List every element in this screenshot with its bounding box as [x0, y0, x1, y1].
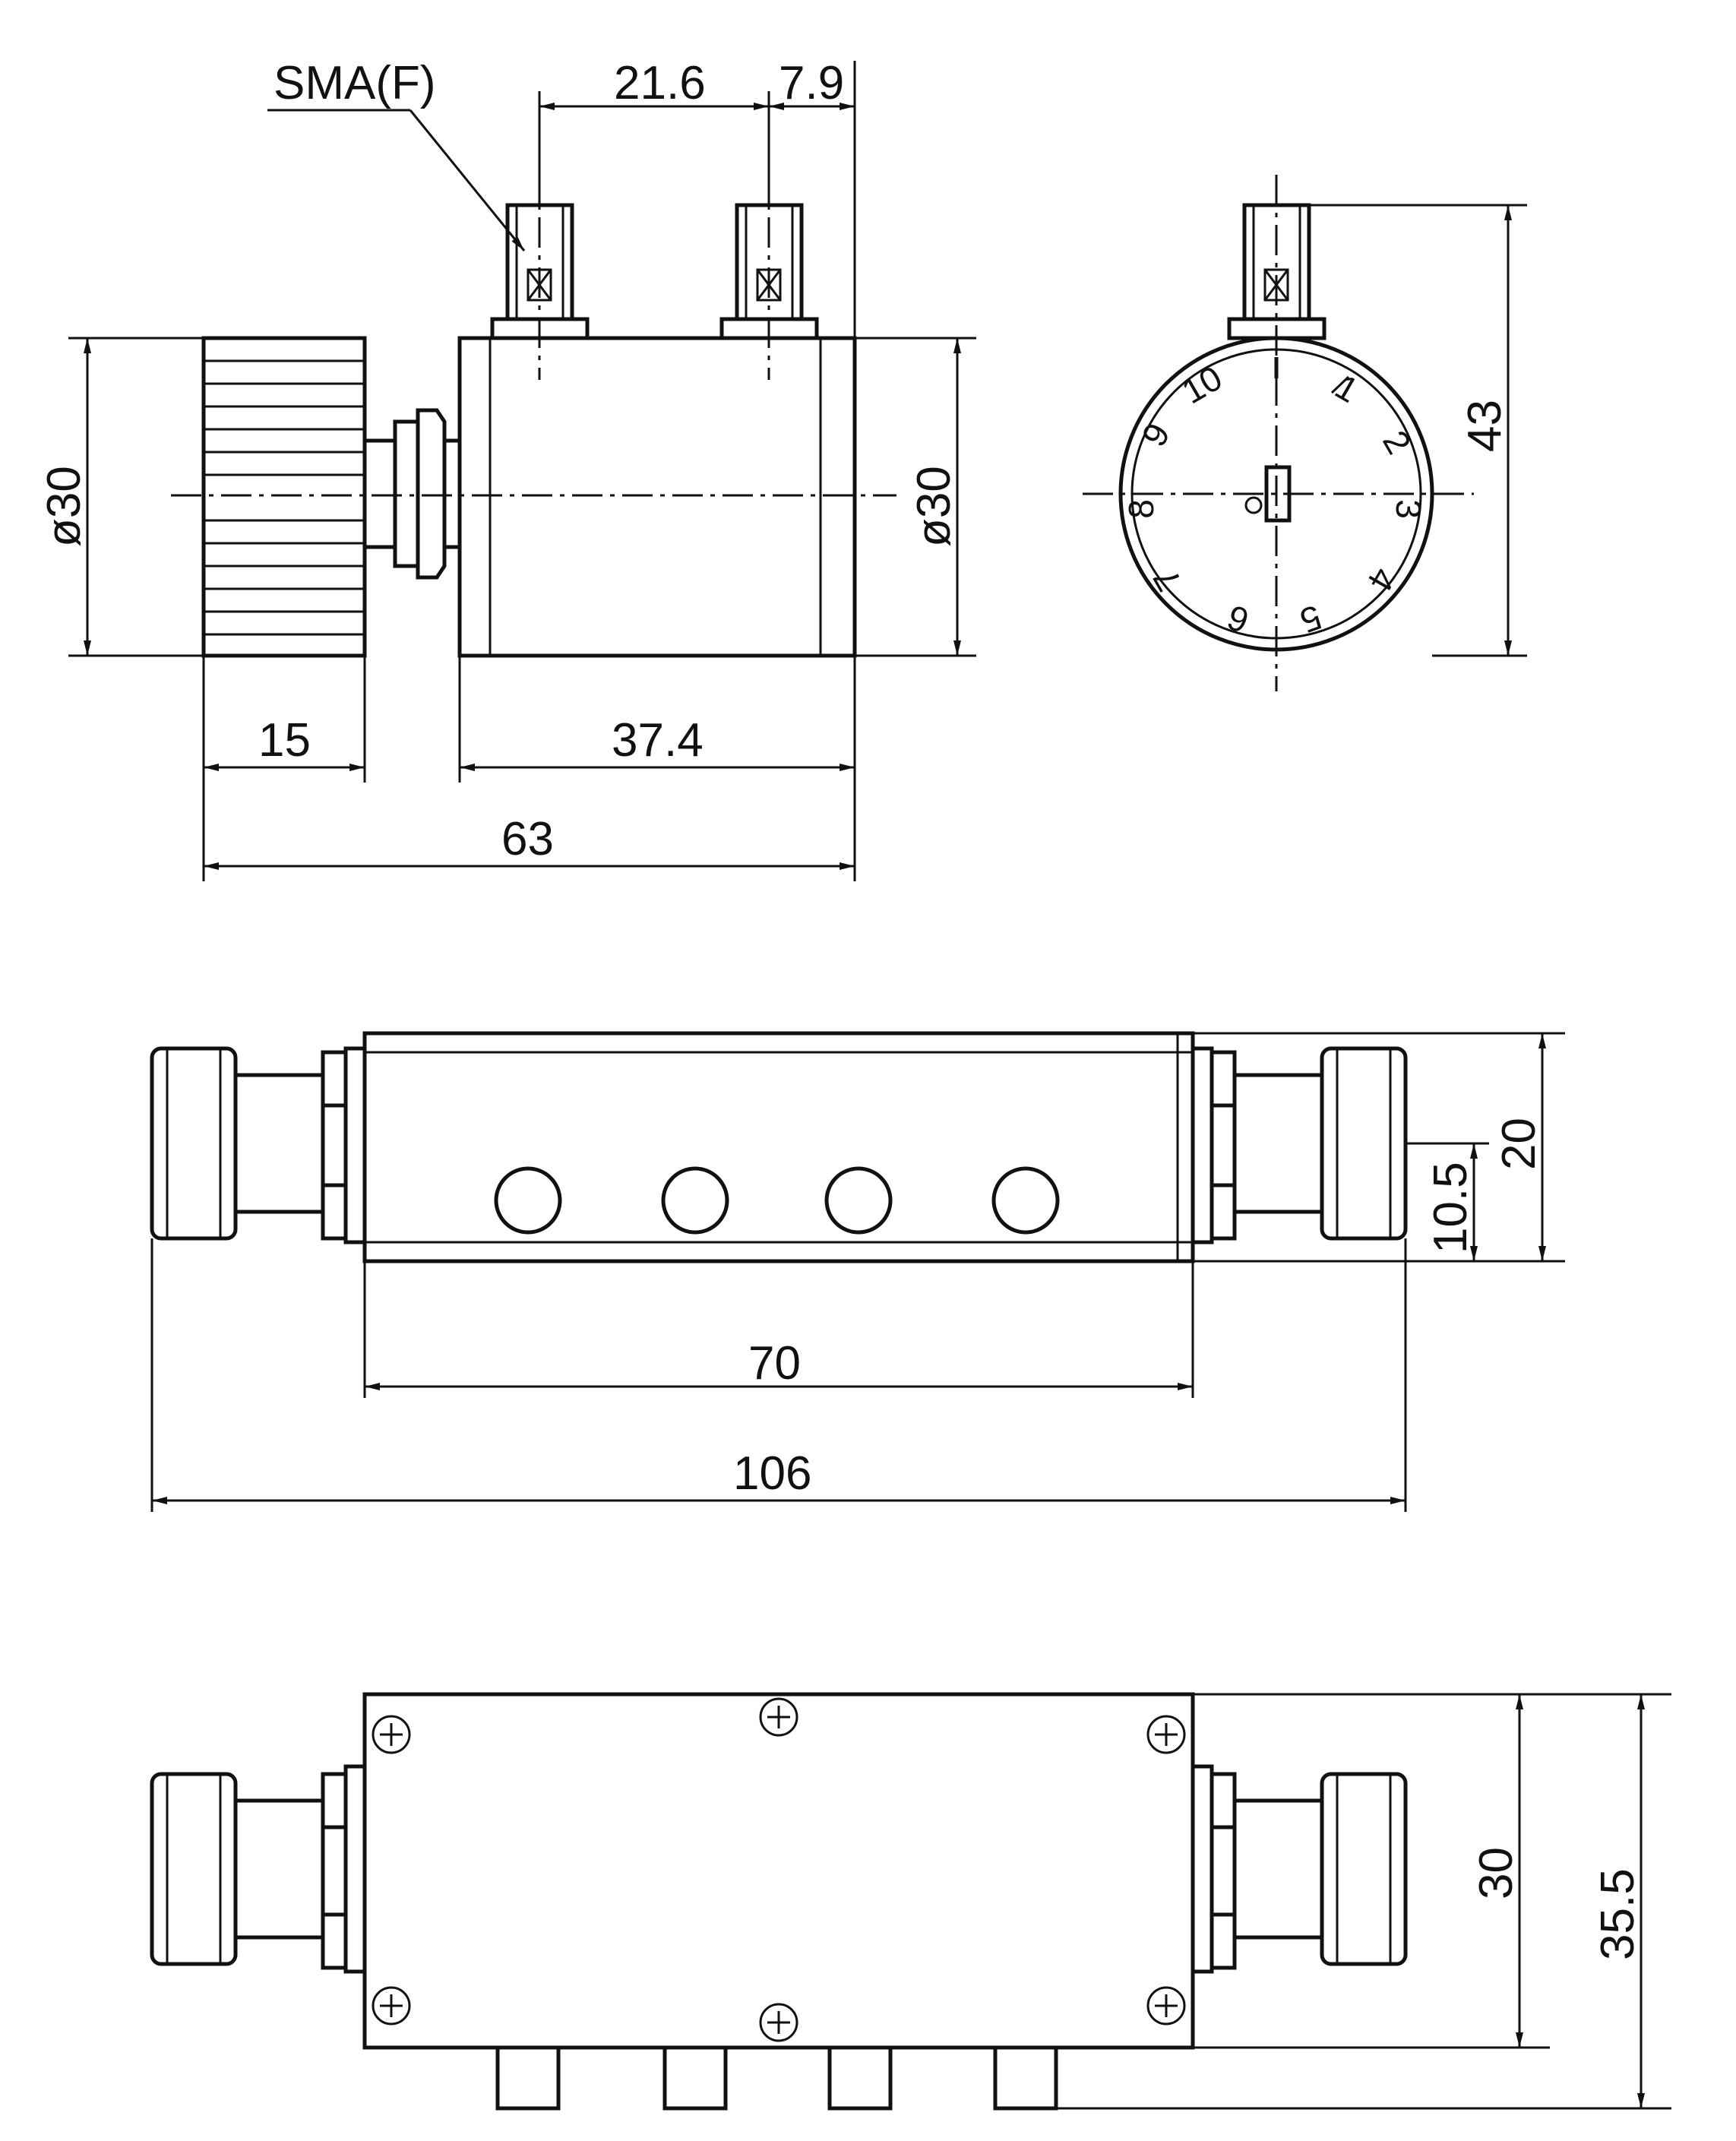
dial-number-2: 2: [1375, 424, 1419, 460]
side-body: [362, 1031, 1195, 1263]
dial-number-3: 3: [1389, 499, 1428, 519]
connector-type-label: SMA(F): [274, 57, 436, 109]
dim-connector-height: 10.5: [1425, 1162, 1477, 1254]
dim-connector-spacing: 21.6: [614, 57, 706, 109]
side-hole: [824, 1166, 893, 1235]
top-view: SMA(F) 21.6 7.9 ø30 ø30 15 37.4 63: [38, 57, 976, 881]
dim-body-length: 37.4: [612, 714, 704, 767]
screw-icon: [1146, 1715, 1186, 1754]
bottom-connector-right: [1191, 1764, 1408, 1974]
screw-icon: [759, 1697, 798, 1737]
dim-side-body-length: 70: [748, 1337, 801, 1390]
body-cylinder: [457, 336, 857, 658]
screw-icon: [372, 1986, 411, 2026]
dim-knob-diameter: ø30: [38, 466, 90, 547]
screw-icon: [372, 1715, 411, 1754]
bottom-body: [362, 1692, 1195, 2050]
dim-bottom-height: 30: [1470, 1847, 1523, 1899]
end-view: 1 2 3 4 5 6 7 8 9 10 43: [1083, 175, 1527, 691]
dial-number-10: 10: [1175, 358, 1228, 412]
bottom-stub: [495, 2045, 561, 2111]
dial-number-8: 8: [1121, 499, 1161, 519]
dim-body-diameter: ø30: [908, 466, 960, 547]
bottom-stub: [662, 2045, 728, 2111]
dim-side-total-length: 106: [733, 1447, 811, 1500]
dim-side-height: 20: [1493, 1118, 1545, 1170]
bottom-stub: [827, 2045, 893, 2111]
side-hole: [661, 1166, 729, 1235]
dial-number-1: 1: [1329, 366, 1365, 410]
screw-icon: [1146, 1986, 1186, 2026]
dim-knob-length: 15: [258, 714, 311, 767]
shaft: [362, 408, 462, 580]
side-connector-left: [150, 1046, 367, 1244]
dim-bottom-total-height: 35.5: [1592, 1868, 1644, 1960]
dim-connector-offset: 7.9: [779, 57, 844, 109]
side-view: 20 10.5 70 106: [150, 1031, 1565, 1512]
screw-icon: [759, 2003, 798, 2042]
bottom-stub: [993, 2045, 1058, 2111]
side-hole: [494, 1166, 562, 1235]
bottom-connector-left: [150, 1764, 367, 1974]
side-connector-right: [1191, 1046, 1408, 1244]
side-hole: [991, 1166, 1060, 1235]
dial-number-5: 5: [1295, 597, 1327, 641]
dim-total-length: 63: [501, 813, 554, 865]
dim-end-height: 43: [1459, 400, 1511, 452]
bottom-view: 30 35.5: [150, 1692, 1671, 2111]
knob: [201, 336, 367, 658]
